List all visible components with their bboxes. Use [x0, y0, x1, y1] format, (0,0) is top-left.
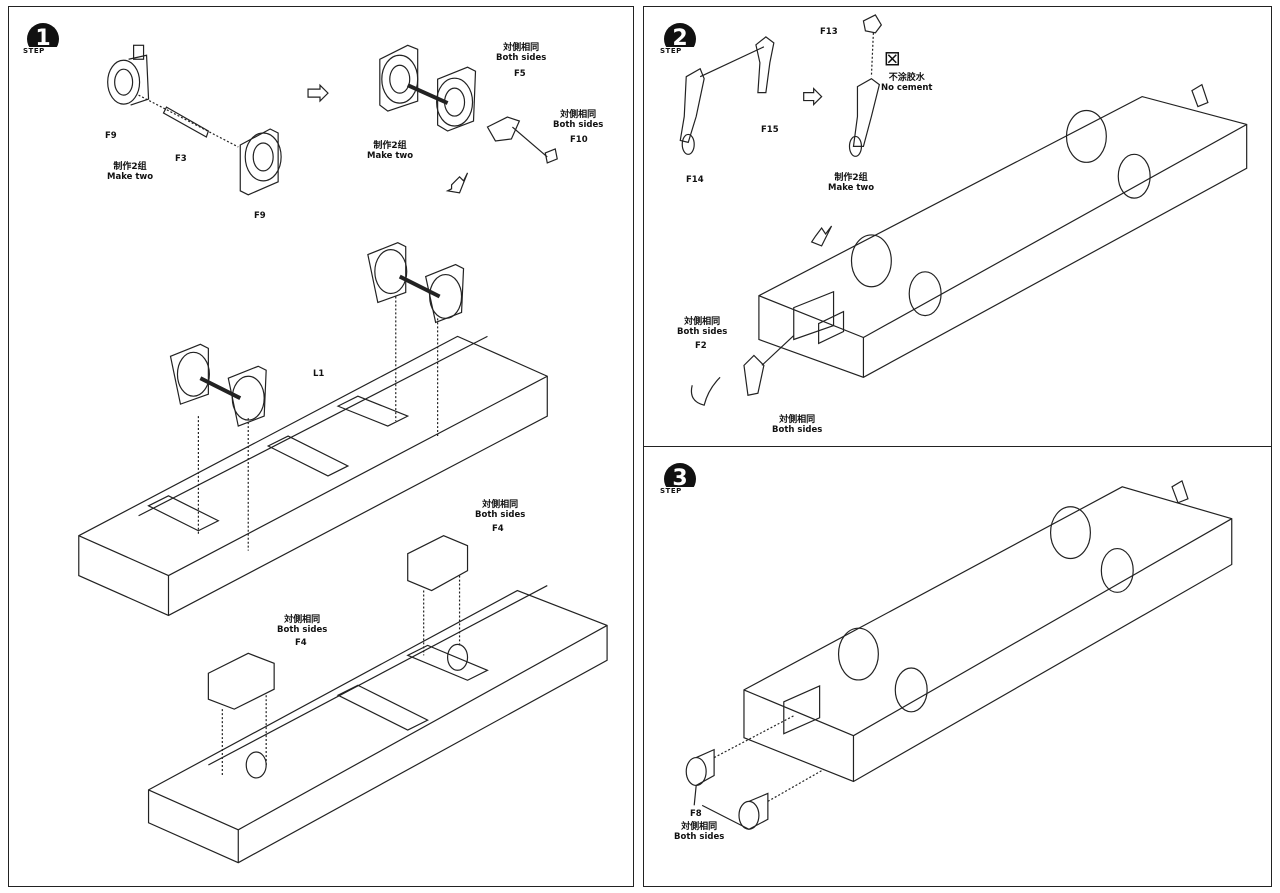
step-3-drawing [685, 479, 1233, 830]
pin-f8-lower [738, 769, 824, 830]
both-sides-zh: 対側相同 [681, 822, 718, 832]
make-two-right-zh: 制作2组 [373, 141, 407, 151]
make-two-right: 制作2组 Make two [367, 141, 413, 161]
chassis-bottom [147, 585, 608, 864]
part-label-f4-left: F4 [295, 638, 307, 648]
part-label-f3: F3 [175, 154, 187, 164]
both-sides-en: Both sides [674, 832, 725, 842]
part-label-f2: F2 [695, 341, 707, 351]
both-sides-f10: 対側相同 Both sides [553, 110, 603, 130]
part-label-f9-bottom: F9 [254, 211, 266, 221]
step-3-panel: 3 STEP F8 対側相同 Both sides [643, 446, 1272, 887]
part-label-f5: F5 [514, 69, 526, 79]
wheelset-middle [367, 241, 465, 324]
both-sides-f4-left-en: Both sides [277, 625, 328, 635]
part-label-f8: F8 [690, 809, 702, 819]
part-label-f15: F15 [761, 125, 779, 135]
make-two-left: 制作2组 Make two [107, 162, 153, 182]
make-two-left-zh: 制作2组 [113, 162, 147, 172]
part-label-f9-top: F9 [105, 131, 117, 141]
step-2-panel: 2 STEP F13 不涂胶水 No cement F14 F15 制作2组 M… [643, 6, 1272, 447]
wheelset-left [169, 343, 267, 427]
step-3-badge: 3 STEP [660, 463, 700, 503]
make-two-zh: 制作2组 [834, 173, 868, 183]
part-label-f14: F14 [686, 175, 704, 185]
make-two-en: Make two [828, 183, 875, 193]
both-sides-f5: 対側相同 Both sides [496, 43, 546, 63]
wheel-f9-left [107, 44, 150, 106]
no-cement-zh: 不涂胶水 [888, 73, 925, 83]
step-2-drawing [679, 14, 1248, 406]
both-sides: 対側相同 Both sides [674, 822, 724, 842]
part-label-l1: L1 [313, 369, 325, 379]
step-1-drawing [78, 44, 608, 864]
both-sides-f2-zh: 対側相同 [684, 317, 721, 327]
both-sides-bottom-en: Both sides [772, 425, 823, 435]
both-sides-f2: 対側相同 Both sides [677, 317, 727, 337]
step-word: STEP [660, 487, 700, 495]
chassis-step-3 [743, 479, 1233, 783]
both-sides-f5-en: Both sides [496, 53, 547, 63]
step-1-panel: 1 STEP F9 F3 F9 制作2组 Make two 対側相同 Both … [8, 6, 634, 887]
both-sides-f4-right-en: Both sides [475, 510, 526, 520]
part-label-f10: F10 [570, 135, 588, 145]
wheelset-top-right [379, 44, 477, 132]
step-word: STEP [23, 47, 63, 55]
both-sides-f4-right: 対側相同 Both sides [475, 500, 525, 520]
wheel-f9-bottom [239, 128, 282, 196]
part-label-f4-right: F4 [492, 524, 504, 534]
step-1-badge: 1 STEP [23, 23, 63, 63]
make-two-right-en: Make two [367, 151, 414, 161]
part-label-f13: F13 [820, 27, 838, 37]
both-sides-f4-left: 対側相同 Both sides [277, 615, 327, 635]
both-sides-f4-left-zh: 対側相同 [284, 615, 321, 625]
chassis-l1-top [78, 335, 548, 617]
chassis-step-2 [758, 83, 1248, 378]
step-2-badge: 2 STEP [660, 23, 700, 63]
make-two-left-en: Make two [107, 172, 154, 182]
no-cement: 不涂胶水 No cement [881, 73, 932, 93]
both-sides-bottom: 対側相同 Both sides [772, 415, 822, 435]
make-two: 制作2组 Make two [828, 173, 874, 193]
both-sides-f4-right-zh: 対側相同 [482, 500, 519, 510]
no-cement-en: No cement [881, 83, 933, 93]
step-word: STEP [660, 47, 700, 55]
both-sides-bottom-zh: 対側相同 [779, 415, 816, 425]
both-sides-f5-zh: 対側相同 [503, 43, 540, 53]
both-sides-f10-en: Both sides [553, 120, 604, 130]
both-sides-f10-zh: 対側相同 [560, 110, 597, 120]
both-sides-f2-en: Both sides [677, 327, 728, 337]
